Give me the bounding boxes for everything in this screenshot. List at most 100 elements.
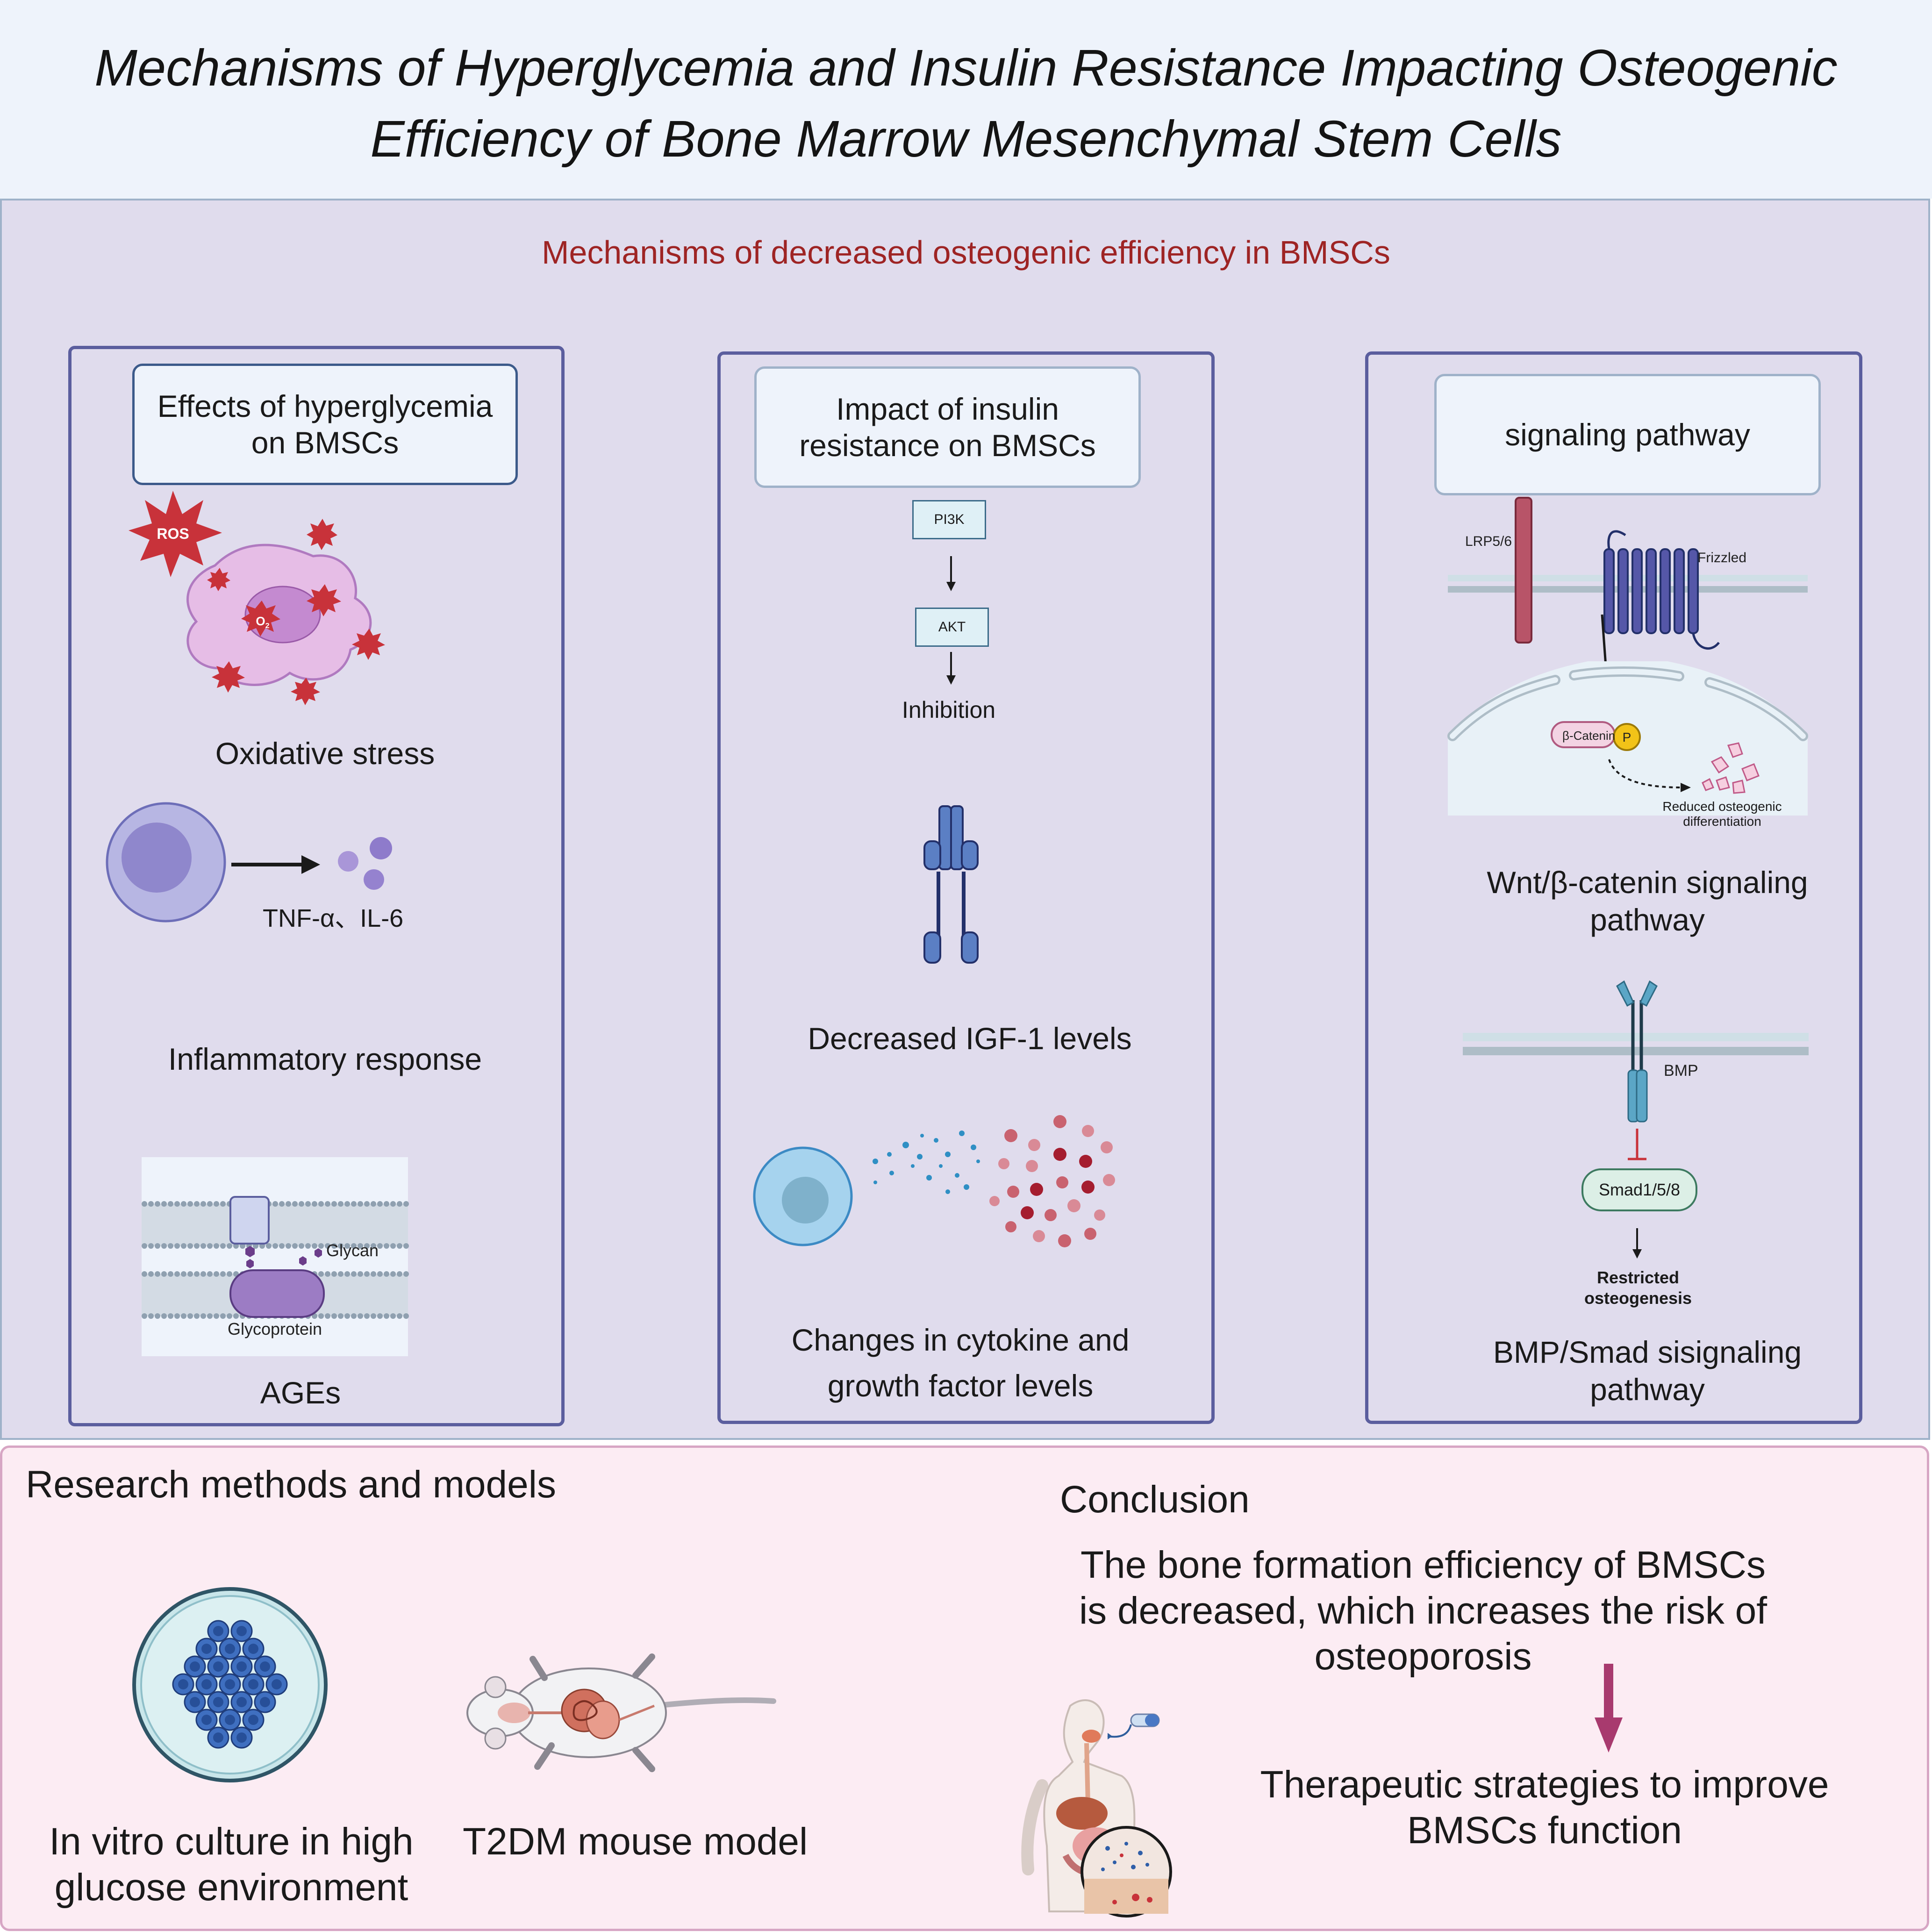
- lipid-head: [338, 1201, 343, 1207]
- dish-cell-nucleus: [260, 1697, 270, 1707]
- lipid-head: [312, 1201, 317, 1207]
- lipid-head: [305, 1201, 311, 1207]
- glycoprotein-label: Glycoprotein: [228, 1319, 322, 1338]
- bmp-line-1: BMP/Smad sisignaling: [1493, 1335, 1802, 1369]
- bmp-line-2: pathway: [1590, 1372, 1705, 1407]
- therapy-line-2: BMSCs function: [1407, 1809, 1682, 1852]
- svg-text:O2: O2: [256, 614, 269, 630]
- mechanisms-heading: Mechanisms of decreased osteogenic effic…: [542, 234, 1390, 271]
- lipid-head: [318, 1201, 324, 1207]
- therapy-line-1: Therapeutic strategies to improve: [1260, 1763, 1829, 1806]
- lipid-head: [325, 1271, 330, 1277]
- title-banner: [0, 0, 1932, 199]
- lipid-head: [155, 1243, 160, 1249]
- research-heading: Research methods and models: [26, 1463, 556, 1506]
- wnt-line-1: Wnt/β-catenin signaling: [1487, 865, 1808, 900]
- lipid-head: [384, 1243, 389, 1249]
- lipid-head: [364, 1243, 370, 1249]
- lipid-head: [338, 1271, 343, 1277]
- dish-cell-nucleus: [248, 1679, 258, 1689]
- lipid-head: [403, 1243, 409, 1249]
- lipid-head: [227, 1271, 232, 1277]
- dish-cell-nucleus: [225, 1644, 235, 1654]
- lipid-head: [279, 1243, 285, 1249]
- lipid-head: [194, 1201, 200, 1207]
- restricted-line-1: Restricted: [1596, 1268, 1680, 1287]
- cytokine-changes-label: Changes in cytokine and growth factor le…: [748, 1317, 1173, 1409]
- lipid-head: [318, 1271, 324, 1277]
- lipid-head: [194, 1313, 200, 1319]
- dish-cell-nucleus: [190, 1697, 200, 1707]
- frizzled-receptor: [1603, 548, 1699, 634]
- lipid-head: [161, 1313, 167, 1319]
- lipid-head: [312, 1243, 317, 1249]
- dish-cell-nucleus: [201, 1679, 212, 1689]
- reduced-line-1: Reduced osteogenic: [1662, 799, 1782, 814]
- lipid-head: [384, 1201, 389, 1207]
- lipid-head: [168, 1243, 173, 1249]
- lipid-head: [220, 1313, 226, 1319]
- lipid-head: [181, 1201, 186, 1207]
- lipid-head: [220, 1243, 226, 1249]
- lipid-head: [181, 1313, 186, 1319]
- dish-cell-nucleus: [236, 1661, 247, 1672]
- lipid-head: [155, 1271, 160, 1277]
- dish-cell-nucleus: [225, 1715, 235, 1725]
- igf1-label: Decreased IGF-1 levels: [808, 1021, 1132, 1056]
- dish-cell-nucleus: [201, 1715, 212, 1725]
- lipid-head: [155, 1313, 160, 1319]
- cytokine-changes-line-1: Changes in cytokine and: [791, 1323, 1130, 1357]
- dish-cell-nucleus: [236, 1626, 247, 1636]
- lipid-head: [174, 1271, 180, 1277]
- lipid-head: [148, 1313, 154, 1319]
- dish-cell-nucleus: [236, 1732, 247, 1743]
- cytokine-label: TNF-α、IL-6: [263, 904, 404, 932]
- lipid-head: [168, 1271, 173, 1277]
- lipid-head: [358, 1243, 363, 1249]
- restricted-osteogenesis-label: Restricted osteogenesis: [1542, 1267, 1734, 1309]
- lipid-head: [331, 1271, 337, 1277]
- lipid-head: [403, 1201, 409, 1207]
- pi3k-box: PI3K: [912, 500, 986, 539]
- lipid-head: [272, 1201, 278, 1207]
- lipid-head: [344, 1271, 350, 1277]
- lipid-head: [187, 1243, 193, 1249]
- reduced-differentiation-label: Reduced osteogenic differentiation: [1652, 799, 1792, 829]
- lipid-head: [351, 1243, 357, 1249]
- lipid-head: [272, 1243, 278, 1249]
- lipid-head: [220, 1201, 226, 1207]
- lipid-head: [403, 1313, 409, 1319]
- lipid-head: [187, 1201, 193, 1207]
- lipid-head: [351, 1271, 357, 1277]
- lipid-head: [390, 1271, 396, 1277]
- figure-title: Mechanisms of Hyperglycemia and Insulin …: [47, 33, 1885, 175]
- dish-cell-nucleus: [213, 1661, 223, 1672]
- inhibition-label: Inhibition: [902, 697, 996, 723]
- lipid-head: [266, 1243, 272, 1249]
- conclusion-line-3: osteoporosis: [1314, 1635, 1532, 1678]
- inflammatory-response-label: Inflammatory response: [168, 1042, 482, 1076]
- akt-to-inhibition-arrow: [946, 652, 956, 685]
- lipid-head: [161, 1271, 167, 1277]
- pi3k-to-akt-arrow: [946, 556, 956, 591]
- lipid-head: [331, 1243, 337, 1249]
- insulin-header-line-2: resistance on BMSCs: [799, 428, 1096, 463]
- lipid-head: [233, 1313, 239, 1319]
- lipid-head: [148, 1243, 154, 1249]
- oxidative-stress-icon: ROS O2: [129, 491, 385, 705]
- dish-cell-nucleus: [272, 1679, 282, 1689]
- lipid-head: [358, 1201, 363, 1207]
- wnt-line-2: pathway: [1590, 902, 1705, 937]
- mouse-icon: [466, 1653, 776, 1772]
- inflammation-icon: [106, 802, 392, 923]
- lipid-head: [220, 1271, 226, 1277]
- lipid-head: [397, 1201, 402, 1207]
- cytokine-changes-line-2: growth factor levels: [827, 1368, 1094, 1403]
- lipid-head: [214, 1201, 219, 1207]
- phospho-label: P: [1623, 730, 1631, 744]
- lipid-head: [344, 1201, 350, 1207]
- conclusion-down-arrow: [1595, 1664, 1623, 1753]
- lipid-head: [168, 1201, 173, 1207]
- lipid-head: [214, 1271, 219, 1277]
- lipid-head: [207, 1313, 213, 1319]
